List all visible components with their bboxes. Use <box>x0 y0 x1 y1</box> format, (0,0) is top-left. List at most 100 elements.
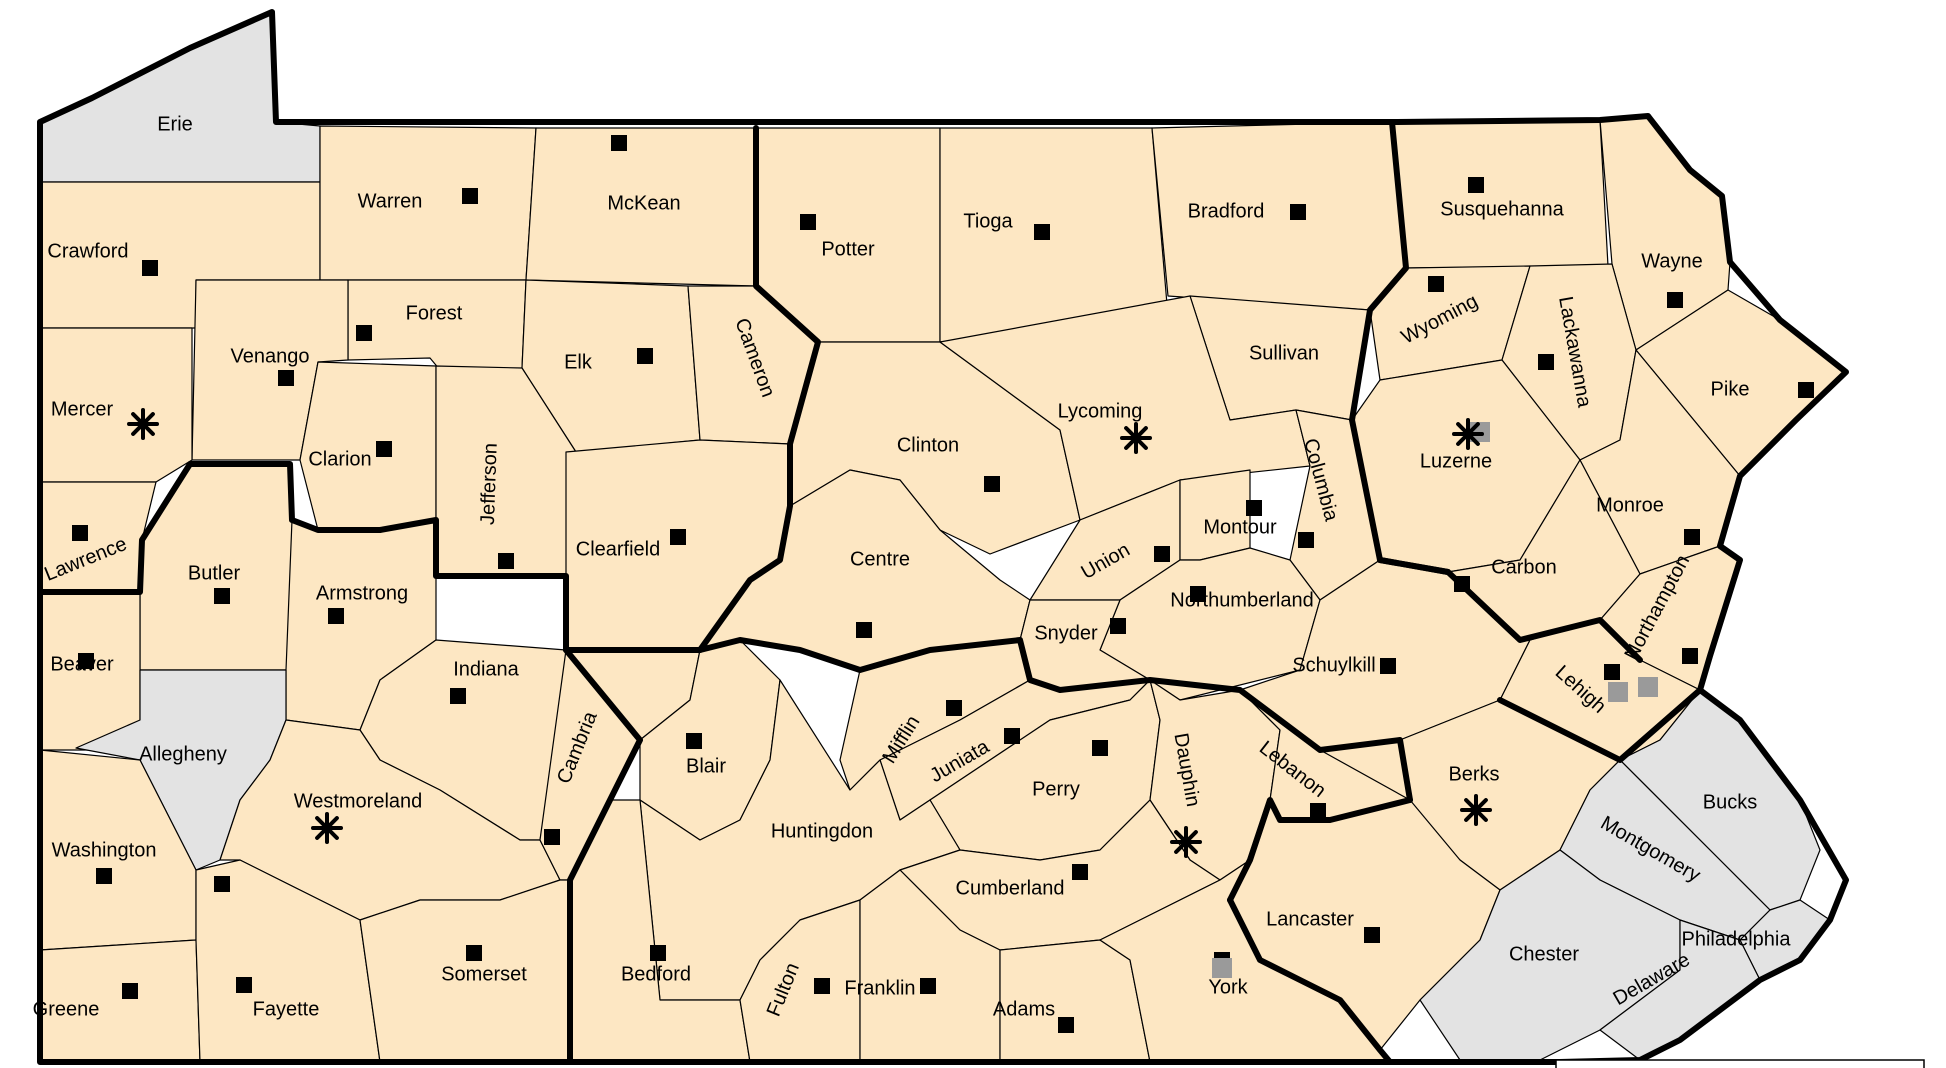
square-marker <box>814 978 830 994</box>
county-label-lycoming: Lycoming <box>1058 400 1143 422</box>
county-label-clearfield: Clearfield <box>576 538 660 560</box>
square-marker <box>1310 803 1326 819</box>
square-marker <box>1454 576 1470 592</box>
county-label-northumberland: Northumberland <box>1170 589 1313 611</box>
county-label-pike: Pike <box>1711 378 1750 400</box>
county-label-washington: Washington <box>52 839 157 861</box>
county-label-forest: Forest <box>406 302 463 324</box>
county-label-franklin: Franklin <box>844 977 915 999</box>
asterisk-marker <box>1120 422 1152 454</box>
square-marker <box>611 135 627 151</box>
county-clarion <box>299 361 437 531</box>
county-label-butler: Butler <box>188 562 241 584</box>
county-warren <box>319 125 537 281</box>
square-marker <box>122 983 138 999</box>
region-border-line <box>1377 557 1643 663</box>
county-label-york: York <box>1208 976 1248 998</box>
county-label-schuylkill: Schuylkill <box>1292 654 1375 676</box>
county-label-bradford: Bradford <box>1188 200 1265 222</box>
square-marker <box>236 977 252 993</box>
region-border-line <box>1497 687 1703 763</box>
square-marker <box>1072 864 1088 880</box>
county-label-beaver: Beaver <box>50 653 114 675</box>
square-marker <box>1034 224 1050 240</box>
square-marker <box>984 476 1000 492</box>
square-marker <box>376 441 392 457</box>
square-marker <box>462 188 478 204</box>
region-border-line <box>1227 897 1393 1065</box>
county-label-elk: Elk <box>564 351 593 373</box>
gray-square-marker <box>1638 677 1658 697</box>
asterisk-marker <box>1460 794 1492 826</box>
region-border-line <box>37 461 703 653</box>
square-marker <box>278 370 294 386</box>
county-layer <box>39 11 1847 1063</box>
region-border-line <box>563 647 643 1065</box>
square-marker <box>544 829 560 845</box>
county-label-westmoreland: Westmoreland <box>294 790 423 812</box>
legend-box <box>1555 1059 1925 1068</box>
marker-layer <box>72 135 1814 1033</box>
region-border-line <box>697 637 1413 803</box>
region-borders <box>37 9 1849 1065</box>
gray-square-marker <box>1608 682 1628 702</box>
county-label-philadelphia: Philadelphia <box>1682 928 1792 950</box>
square-marker <box>650 945 666 961</box>
square-marker <box>686 733 702 749</box>
county-label-crawford: Crawford <box>47 240 128 262</box>
square-marker <box>1684 529 1700 545</box>
square-marker <box>466 945 482 961</box>
county-label-armstrong: Armstrong <box>316 582 408 604</box>
square-marker <box>1190 586 1206 602</box>
county-label-cumberland: Cumberland <box>956 877 1065 899</box>
county-label-bucks: Bucks <box>1703 791 1757 813</box>
county-susquehanna <box>1391 119 1609 269</box>
county-forest <box>347 279 527 371</box>
county-label-snyder: Snyder <box>1034 622 1098 644</box>
county-label-warren: Warren <box>358 190 423 212</box>
county-label-blair: Blair <box>686 755 726 777</box>
county-label-chester: Chester <box>1509 943 1579 965</box>
county-label-clinton: Clinton <box>897 434 959 456</box>
county-label-tioga: Tioga <box>963 210 1013 232</box>
square-marker <box>328 608 344 624</box>
square-marker <box>1092 740 1108 756</box>
square-marker <box>1364 927 1380 943</box>
square-marker <box>856 622 872 638</box>
square-marker <box>946 700 962 716</box>
region-border-line <box>1227 797 1413 903</box>
county-label-berks: Berks <box>1448 763 1499 785</box>
square-marker <box>72 525 88 541</box>
square-marker <box>1604 664 1620 680</box>
county-label-fayette: Fayette <box>253 998 320 1020</box>
county-label-clarion: Clarion <box>308 448 371 470</box>
county-label-indiana: Indiana <box>453 658 519 680</box>
square-marker <box>142 260 158 276</box>
asterisk-marker <box>1170 826 1202 858</box>
county-label-mckean: McKean <box>607 192 680 214</box>
county-label-allegheny: Allegheny <box>139 743 227 765</box>
square-marker <box>670 529 686 545</box>
square-marker <box>1110 618 1126 634</box>
county-label-wayne: Wayne <box>1641 250 1703 272</box>
square-marker <box>1298 532 1314 548</box>
square-marker <box>1428 276 1444 292</box>
square-marker <box>800 214 816 230</box>
county-label-bedford: Bedford <box>621 963 691 985</box>
asterisk-marker <box>127 408 159 440</box>
gray-square-marker <box>1212 958 1232 978</box>
asterisk-marker <box>311 812 343 844</box>
county-label-potter: Potter <box>821 238 875 260</box>
square-marker <box>356 325 372 341</box>
square-marker <box>920 978 936 994</box>
square-marker <box>637 348 653 364</box>
square-marker <box>96 868 112 884</box>
square-marker <box>1798 382 1814 398</box>
county-label-venango: Venango <box>231 345 310 367</box>
asterisk-marker <box>1452 418 1484 450</box>
county-label-susquehanna: Susquehanna <box>1440 198 1564 220</box>
county-label-lancaster: Lancaster <box>1266 908 1354 930</box>
county-label-centre: Centre <box>850 548 910 570</box>
county-label-sullivan: Sullivan <box>1249 342 1319 364</box>
